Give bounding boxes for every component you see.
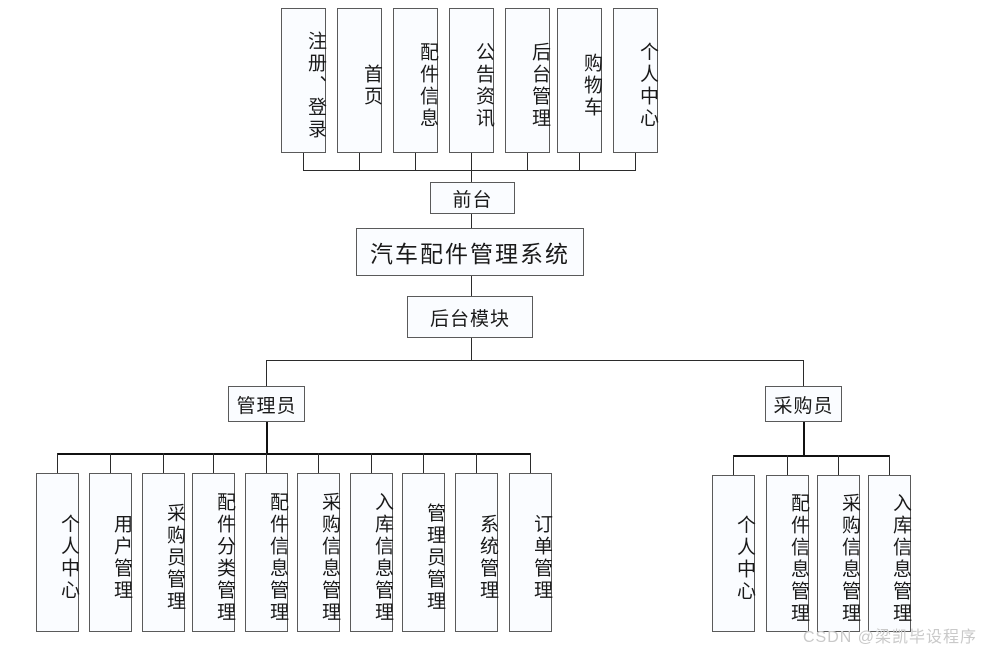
frontend-node-label: 前台	[452, 189, 493, 211]
connector-line	[303, 153, 304, 170]
admin-module-label: 配件信息管理	[267, 491, 288, 624]
connector-line	[471, 338, 472, 360]
backend-node[interactable]: 后台模块	[407, 296, 533, 338]
frontend-module-box[interactable]: 公告资讯	[449, 8, 494, 153]
connector-line	[635, 153, 636, 170]
connector-line	[530, 453, 531, 473]
connector-line	[163, 453, 164, 473]
admin-module-label: 订单管理	[531, 513, 552, 602]
buyer-module-box[interactable]: 采购信息管理	[817, 475, 860, 632]
admin-module-label: 用户管理	[111, 513, 132, 602]
connector-line	[579, 153, 580, 170]
connector-line	[471, 170, 472, 182]
admin-module-box[interactable]: 订单管理	[509, 473, 552, 632]
frontend-module-box[interactable]: 个人中心	[613, 8, 658, 153]
frontend-module-label: 后台管理	[529, 41, 550, 130]
frontend-module-label: 配件信息	[417, 41, 438, 130]
frontend-module-box[interactable]: 注册、登录	[281, 8, 326, 153]
connector-bus-frontend	[303, 170, 636, 171]
admin-module-box[interactable]: 采购信息管理	[297, 473, 340, 632]
connector-line	[359, 153, 360, 170]
buyer-module-label: 个人中心	[734, 514, 755, 603]
admin-module-label: 系统管理	[477, 513, 498, 602]
connector-line	[423, 453, 424, 473]
admin-module-label: 采购员管理	[164, 502, 185, 613]
frontend-module-box[interactable]: 后台管理	[505, 8, 550, 153]
root-system-node[interactable]: 汽车配件管理系统	[356, 228, 584, 276]
connector-line	[57, 453, 58, 473]
admin-module-box[interactable]: 用户管理	[89, 473, 132, 632]
admin-module-label: 配件分类管理	[214, 491, 235, 624]
connector-line	[803, 422, 805, 455]
connector-line	[371, 453, 372, 473]
root-system-label: 汽车配件管理系统	[370, 242, 570, 267]
connector-line	[471, 276, 472, 296]
connector-line	[889, 455, 890, 475]
connector-line	[838, 455, 839, 475]
role-buyer-label: 采购员	[773, 395, 834, 417]
buyer-module-box[interactable]: 配件信息管理	[766, 475, 809, 632]
connector-bus-admin	[57, 453, 531, 455]
connector-bus-roles	[266, 360, 804, 361]
admin-module-label: 个人中心	[58, 513, 79, 602]
connector-line	[266, 453, 267, 473]
connector-line	[110, 453, 111, 473]
backend-node-label: 后台模块	[429, 308, 510, 330]
admin-module-label: 采购信息管理	[319, 491, 340, 624]
connector-line	[787, 455, 788, 475]
buyer-module-label: 入库信息管理	[890, 492, 911, 625]
connector-line	[266, 360, 267, 386]
role-admin-label: 管理员	[236, 395, 297, 417]
buyer-module-box[interactable]: 入库信息管理	[868, 475, 911, 632]
frontend-module-box[interactable]: 配件信息	[393, 8, 438, 153]
buyer-module-label: 配件信息管理	[788, 492, 809, 625]
connector-line	[471, 214, 472, 228]
watermark: CSDN @梁凯毕设程序	[802, 629, 977, 646]
buyer-module-label: 采购信息管理	[839, 492, 860, 625]
connector-line	[471, 153, 472, 170]
admin-module-label: 入库信息管理	[372, 491, 393, 624]
role-admin-node[interactable]: 管理员	[228, 386, 305, 422]
frontend-module-label: 个人中心	[637, 41, 658, 130]
connector-line	[803, 360, 804, 386]
frontend-module-label: 购物车	[581, 52, 602, 119]
connector-line	[213, 453, 214, 473]
admin-module-box[interactable]: 个人中心	[36, 473, 79, 632]
connector-line	[318, 453, 319, 473]
connector-line	[266, 422, 268, 453]
admin-module-box[interactable]: 管理员管理	[402, 473, 445, 632]
frontend-module-label: 公告资讯	[473, 41, 494, 130]
connector-line	[476, 453, 477, 473]
admin-module-box[interactable]: 系统管理	[455, 473, 498, 632]
admin-module-box[interactable]: 入库信息管理	[350, 473, 393, 632]
connector-line	[527, 153, 528, 170]
frontend-module-box[interactable]: 购物车	[557, 8, 602, 153]
frontend-node[interactable]: 前台	[430, 182, 515, 214]
connector-bus-buyer	[733, 455, 890, 457]
admin-module-label: 管理员管理	[424, 502, 445, 613]
frontend-module-label: 注册、登录	[305, 30, 326, 141]
connector-line	[733, 455, 734, 475]
buyer-module-box[interactable]: 个人中心	[712, 475, 755, 632]
frontend-module-label: 首页	[361, 63, 382, 108]
admin-module-box[interactable]: 配件信息管理	[245, 473, 288, 632]
admin-module-box[interactable]: 采购员管理	[142, 473, 185, 632]
connector-line	[415, 153, 416, 170]
role-buyer-node[interactable]: 采购员	[765, 386, 842, 422]
admin-module-box[interactable]: 配件分类管理	[192, 473, 235, 632]
frontend-module-box[interactable]: 首页	[337, 8, 382, 153]
